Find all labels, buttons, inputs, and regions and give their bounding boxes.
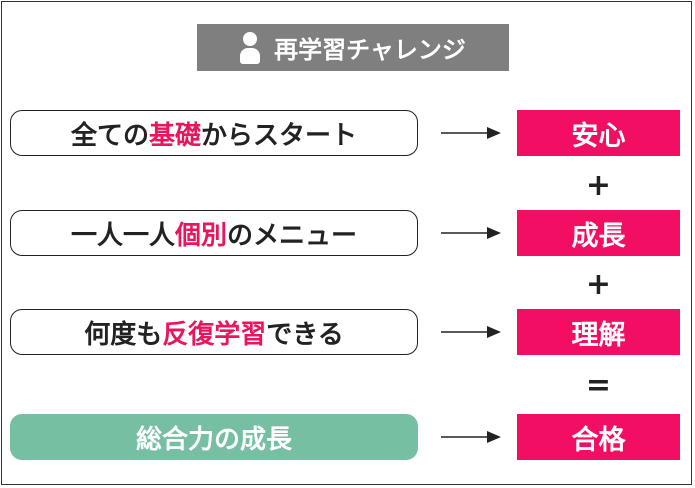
result-box-seichou: 成長 xyxy=(517,210,680,256)
equals-operator: = xyxy=(585,368,612,403)
pill-text: からスタート xyxy=(201,120,358,151)
pill-highlight: 個別 xyxy=(174,220,227,251)
result-box-rikai: 理解 xyxy=(517,309,680,355)
result-text: 成長 xyxy=(571,220,626,252)
plus-operator: + xyxy=(585,267,612,302)
cause-pill-individual: 一人一人個別のメニュー xyxy=(10,210,418,256)
cause-pill-basics: 全ての基礎からスタート xyxy=(10,110,418,156)
arrow-right-icon xyxy=(441,326,501,338)
result-text: 合格 xyxy=(571,424,626,456)
pill-text: できる xyxy=(266,319,344,350)
arrow-right-icon xyxy=(441,227,501,239)
cause-pill-total-growth: 総合力の成長 xyxy=(10,414,418,460)
arrow-right-icon xyxy=(441,431,501,443)
cause-pill-repetition: 何度も反復学習できる xyxy=(10,309,418,355)
pill-highlight: 反復学習 xyxy=(162,319,267,350)
result-box-anshin: 安心 xyxy=(517,110,680,156)
pill-text: のメニュー xyxy=(227,220,358,251)
result-text: 理解 xyxy=(571,319,626,351)
result-box-goukaku: 合格 xyxy=(517,414,680,460)
title-text: 再学習チャレンジ xyxy=(274,36,466,64)
pill-highlight: 基礎 xyxy=(148,120,201,151)
person-icon xyxy=(240,31,261,64)
arrow-right-icon xyxy=(441,127,501,139)
result-text: 安心 xyxy=(571,120,626,152)
title-banner: 再学習チャレンジ xyxy=(197,24,509,71)
pill-text: 全ての xyxy=(70,120,149,151)
pill-text: 一人一人 xyxy=(70,220,175,251)
pill-text: 総合力の成長 xyxy=(135,424,292,455)
plus-operator: + xyxy=(585,168,612,203)
pill-text: 何度も xyxy=(84,319,163,350)
